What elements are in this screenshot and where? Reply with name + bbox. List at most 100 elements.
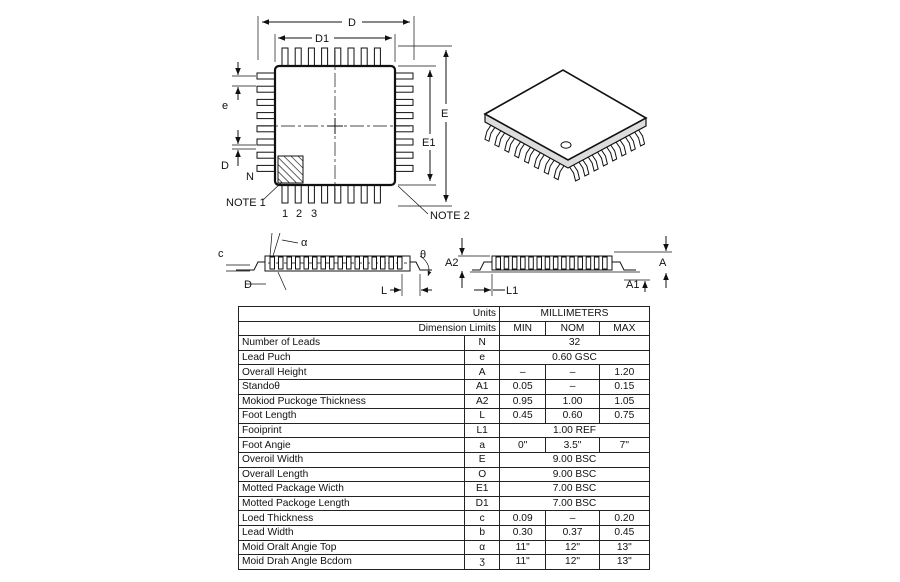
lead-right (394, 138, 414, 146)
side-lead (495, 256, 501, 270)
lead-bottom (294, 184, 302, 204)
lead-top (307, 47, 315, 67)
cell-name: Loed Thickness (237, 510, 466, 526)
iso-lead-front-left (543, 157, 555, 175)
cell-max: 0.20 (598, 510, 651, 526)
cell-name: Fooiprint (237, 422, 466, 439)
cell-name: Moid Drah Angle Bcdom (237, 554, 466, 570)
iso-lead-front-right (624, 134, 636, 152)
iso-lead-front-left (533, 152, 545, 170)
cell-span: 9.00 BSC (499, 451, 650, 468)
cell-min: 0.05 (498, 378, 547, 395)
side-lead (303, 256, 309, 270)
cell-max: 13" (598, 539, 651, 556)
cell-name: Motted Packoge Length (237, 495, 466, 512)
iso-lead-front-right (569, 164, 581, 182)
side-lead (577, 256, 583, 270)
cell-span: 1.00 REF (499, 422, 650, 439)
side-lead (388, 256, 394, 270)
cell-min: 0.95 (498, 393, 547, 410)
width-D-label: D (221, 160, 229, 172)
cell-sym: N (464, 335, 500, 351)
iso-lead-front-left (504, 135, 516, 153)
pitch-e-label: e (222, 100, 228, 112)
side-lead (286, 256, 292, 270)
cell-min: 0.30 (498, 524, 547, 541)
side-lead (346, 256, 352, 270)
cell-sym: A1 (464, 378, 500, 395)
cell-span: 32 (499, 335, 650, 351)
cell-sym: D1 (464, 495, 500, 512)
side-lead (320, 256, 326, 270)
side-lead (337, 256, 343, 270)
lead-top (347, 47, 355, 67)
col-min: MIN (498, 320, 547, 337)
side-view-right: A2 L1 A A1 (445, 236, 672, 297)
lead-top (321, 47, 329, 67)
side-lead (278, 256, 284, 270)
iso-lead-front-right (587, 154, 599, 172)
lead-top (294, 47, 302, 67)
dimensions-table: Units MILLIMETERS Dimension Limits MIN N… (237, 306, 651, 570)
side-D-label: D (244, 279, 252, 291)
cell-min: 0" (498, 437, 547, 453)
pin-N-label: N (246, 171, 254, 183)
side-lead (295, 256, 301, 270)
cell-name: Standoθ (237, 378, 466, 395)
lead-right (394, 164, 414, 172)
cell-min: 11" (498, 554, 547, 570)
side-L1-label: L1 (506, 285, 518, 297)
isometric-leads (484, 125, 646, 182)
cell-nom: 12" (545, 554, 600, 570)
cell-sym: L1 (464, 422, 500, 439)
pin-3-label: 3 (311, 208, 317, 220)
cell-name: Lead Puch (237, 349, 466, 366)
side-lead (561, 256, 567, 270)
iso-lead-front-right (634, 129, 646, 147)
cell-name: Mokiod Puckoge Thickness (237, 393, 466, 410)
cell-nom: 0.37 (545, 524, 600, 541)
note-2: NOTE 2 (430, 210, 470, 222)
lead-top (334, 47, 342, 67)
cell-max: 1.20 (598, 364, 651, 380)
cell-max: 0.45 (598, 524, 651, 541)
cell-span: 0.60 GSC (499, 349, 650, 366)
cell-max: 13" (598, 554, 651, 570)
lead-bottom (373, 184, 381, 204)
lead-left (256, 98, 276, 106)
cell-sym: e (464, 349, 500, 366)
side-lead (312, 256, 318, 270)
side-lead (511, 256, 518, 270)
iso-lead-front-left (553, 163, 565, 181)
cell-nom: 1.00 (545, 393, 600, 410)
isometric-view (483, 69, 648, 182)
side-lead (269, 256, 275, 270)
cell-max: 7" (598, 437, 651, 453)
side-theta-label: θ (420, 249, 426, 261)
lead-left (256, 138, 276, 146)
side-lead (397, 256, 403, 270)
lead-left (256, 151, 276, 159)
cell-sym: b (464, 524, 500, 541)
cell-max: 0.75 (598, 408, 651, 424)
cell-sym: α (464, 539, 500, 556)
package-body-iso-top (483, 69, 648, 161)
dim-D-label: D (348, 17, 356, 29)
lead-bottom (281, 184, 289, 204)
iso-lead-front-right (597, 149, 609, 167)
cell-nom: 3.5" (545, 437, 600, 453)
side-lead (593, 256, 600, 270)
lead-right (394, 98, 414, 106)
lead-right (394, 85, 414, 93)
side-lead (585, 256, 592, 270)
side-lead (354, 256, 360, 270)
